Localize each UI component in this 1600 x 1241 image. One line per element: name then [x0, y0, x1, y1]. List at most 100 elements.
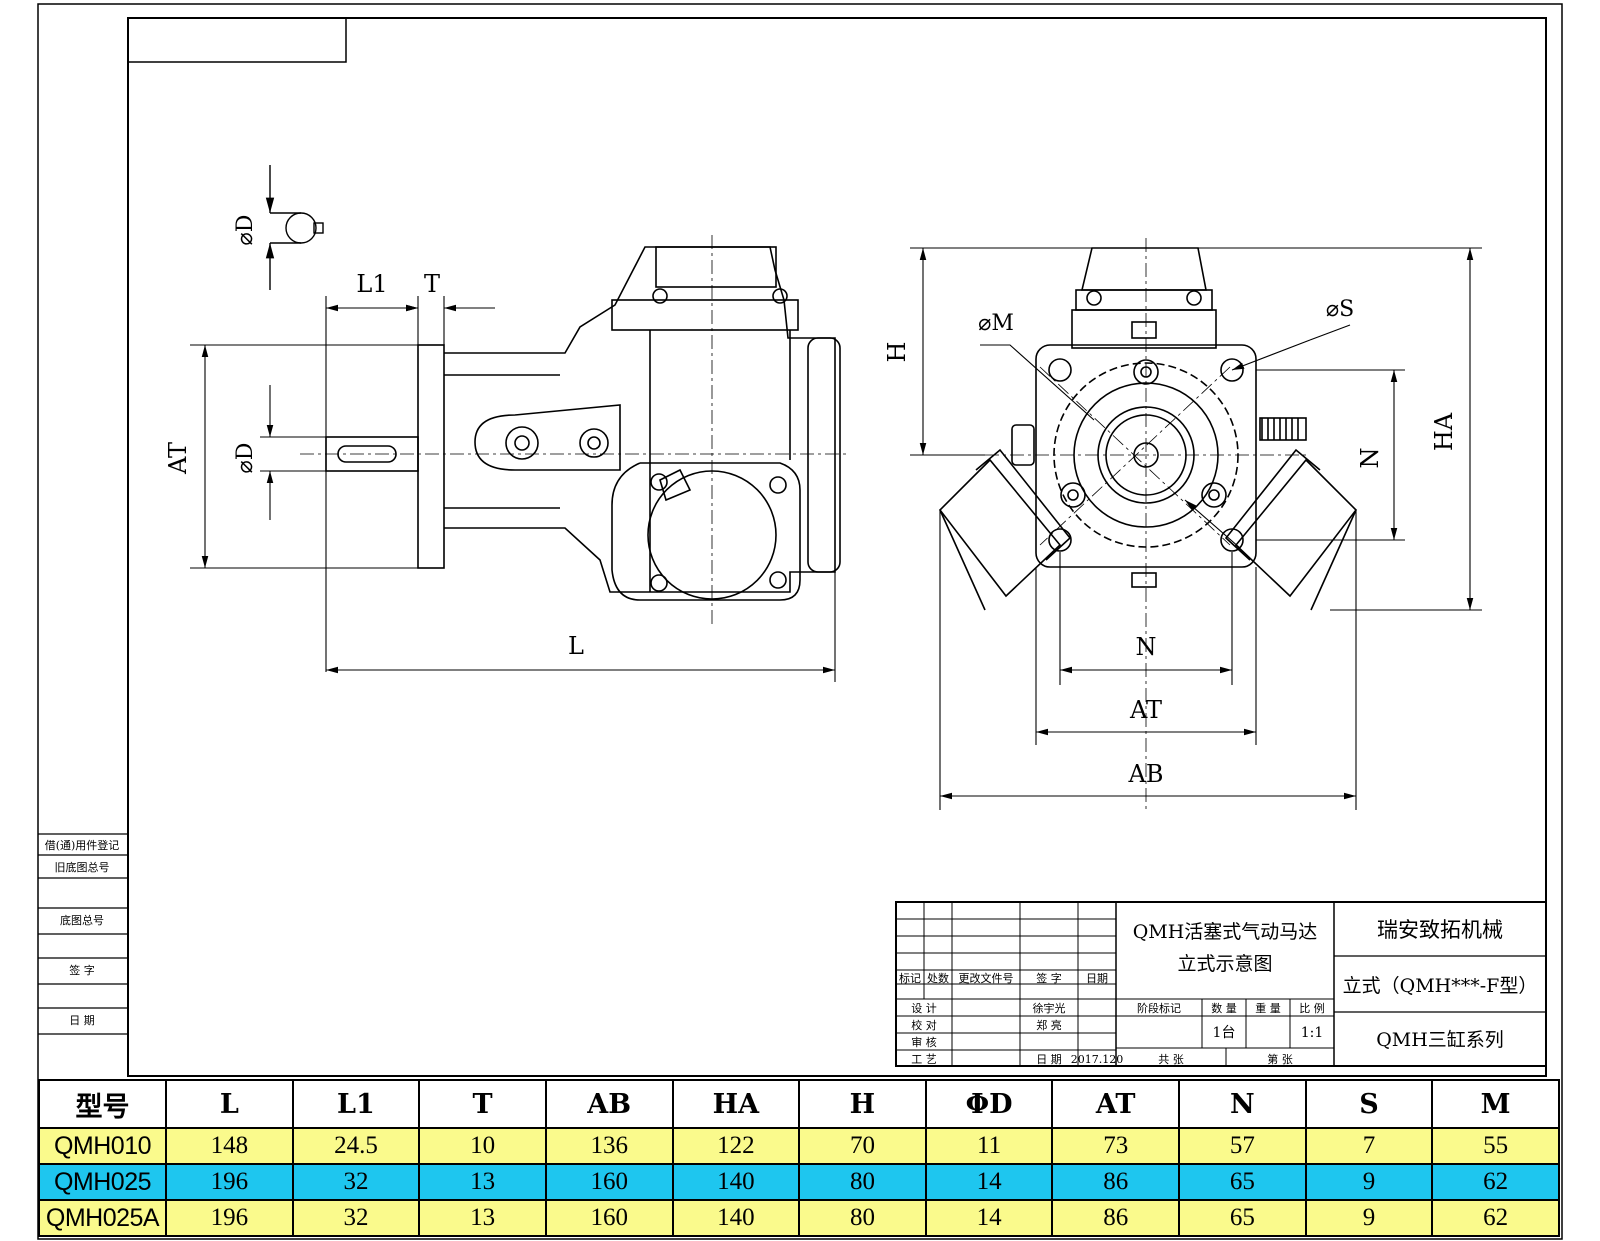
table-cell: 122 [671, 1127, 801, 1165]
header-t: T [418, 1079, 547, 1129]
dim-label-at-side: AT [164, 442, 192, 475]
table-cell: 32 [291, 1163, 421, 1201]
dim-label-n-horizontal: N [1136, 633, 1157, 661]
company-name: 瑞安致拓机械 [1377, 918, 1503, 942]
model-line: 立式（QMH***-F型） [1343, 975, 1538, 997]
role-label: 工 艺 [911, 1053, 937, 1066]
dim-label-n-vertical: N [1356, 448, 1384, 469]
front-view [938, 247, 1358, 611]
table-cell: 70 [798, 1127, 927, 1165]
checker-name: 郑 亮 [1036, 1018, 1062, 1032]
series-name: QMH三缸系列 [1376, 1029, 1504, 1051]
drawing-title-line1: QMH活塞式气动马达 [1133, 921, 1318, 943]
strip-item: 借(通)用件登记 [45, 838, 120, 852]
table-cell: 62 [1431, 1199, 1560, 1237]
table-cell: 80 [798, 1199, 927, 1237]
dim-label-d-top: ⌀D [233, 215, 258, 246]
side-dimensions [190, 296, 836, 682]
table-row: QMH025A 196 32 13 160 140 80 14 86 65 9 … [38, 1199, 1560, 1237]
dim-label-ha: HA [1430, 412, 1458, 451]
dim-label-ab: AB [1128, 760, 1164, 788]
dim-label-t: T [424, 270, 440, 298]
table-cell: 160 [544, 1163, 674, 1201]
strip-item: 底图总号 [60, 913, 104, 927]
dim-label-s: ⌀S [1326, 297, 1354, 322]
table-cell: 196 [165, 1163, 294, 1201]
role-label: 校 对 [911, 1018, 937, 1032]
designer-name: 徐宇光 [1033, 1001, 1066, 1015]
table-cell: 73 [1051, 1127, 1180, 1165]
table-cell: 140 [671, 1163, 801, 1201]
table-cell: 65 [1178, 1163, 1307, 1201]
table-cell: 13 [418, 1199, 547, 1237]
table-cell: 32 [291, 1199, 421, 1237]
header-s: S [1304, 1079, 1434, 1129]
header-d: ΦD [924, 1079, 1054, 1129]
table-cell: 14 [924, 1163, 1054, 1201]
cell-model: QMH025 [38, 1163, 167, 1201]
rev-header: 标记 [899, 971, 921, 985]
shaft-section [265, 165, 324, 290]
header-l1: L1 [291, 1079, 421, 1129]
rev-header: 更改文件号 [959, 971, 1014, 985]
header-m: M [1431, 1079, 1560, 1129]
table-cell: 148 [165, 1127, 294, 1165]
table-cell: 55 [1431, 1127, 1560, 1165]
header-ab: AB [544, 1079, 674, 1129]
qty-value: 1台 [1213, 1025, 1236, 1041]
table-cell: 11 [924, 1127, 1054, 1165]
table-cell: 86 [1051, 1199, 1180, 1237]
dim-label-at-front: AT [1129, 696, 1162, 724]
role-label: 审 核 [911, 1035, 937, 1049]
left-strip [38, 833, 128, 1035]
strip-item: 日 期 [69, 1014, 95, 1027]
table-cell: 9 [1304, 1199, 1434, 1237]
dim-label-l1: L1 [356, 270, 387, 298]
table-cell: 13 [418, 1163, 547, 1201]
dim-label-h: H [883, 342, 911, 363]
header-model: 型号 [38, 1079, 167, 1129]
cell-model: QMH010 [38, 1127, 167, 1165]
table-cell: 136 [544, 1127, 674, 1165]
table-cell: 10 [418, 1127, 547, 1165]
table-cell: 65 [1178, 1199, 1307, 1237]
date-label: 日 期 [1036, 1053, 1062, 1066]
spec-table: 型号 L L1 T AB HA H ΦD AT N S M QMH010 148… [38, 1079, 1560, 1237]
weight-label: 重 量 [1255, 1001, 1281, 1015]
table-cell: 86 [1051, 1163, 1180, 1201]
stage-label: 阶段标记 [1137, 1001, 1181, 1015]
side-view [325, 246, 841, 601]
table-cell: 14 [924, 1199, 1054, 1237]
sheet-number-label: 第 张 [1267, 1052, 1293, 1066]
date-value: 2017.120 [1071, 1053, 1124, 1066]
table-cell: 160 [544, 1199, 674, 1237]
front-center-lines [985, 238, 1310, 810]
table-cell: 24.5 [291, 1127, 421, 1165]
table-row: QMH010 148 24.5 10 136 122 70 11 73 57 7… [38, 1127, 1560, 1165]
table-cell: 9 [1304, 1163, 1434, 1201]
strip-item: 签 字 [69, 963, 95, 977]
drawing-title-line2: 立式示意图 [1177, 953, 1272, 975]
table-cell: 80 [798, 1163, 927, 1201]
rev-header: 日期 [1086, 972, 1108, 985]
header-h: H [798, 1079, 927, 1129]
header-l: L [165, 1079, 294, 1129]
spec-header-row: 型号 L L1 T AB HA H ΦD AT N S M [38, 1079, 1560, 1129]
role-label: 设 计 [911, 1002, 937, 1015]
rev-header: 处数 [927, 972, 949, 985]
dim-label-d-shaft: ⌀D [233, 443, 258, 474]
scale-value: 1:1 [1301, 1025, 1324, 1041]
table-cell: 57 [1178, 1127, 1307, 1165]
rev-header: 签 字 [1036, 971, 1062, 985]
front-dimensions [910, 247, 1482, 810]
header-ha: HA [671, 1079, 801, 1129]
qty-label: 数 量 [1211, 1002, 1237, 1015]
strip-item: 旧底图总号 [55, 860, 110, 874]
side-center-lines [300, 235, 850, 625]
header-at: AT [1051, 1079, 1180, 1129]
table-cell: 140 [671, 1199, 801, 1237]
title-block-grid [895, 901, 1547, 1067]
ratio-label: 比 例 [1299, 1001, 1325, 1015]
header-n: N [1178, 1079, 1307, 1129]
